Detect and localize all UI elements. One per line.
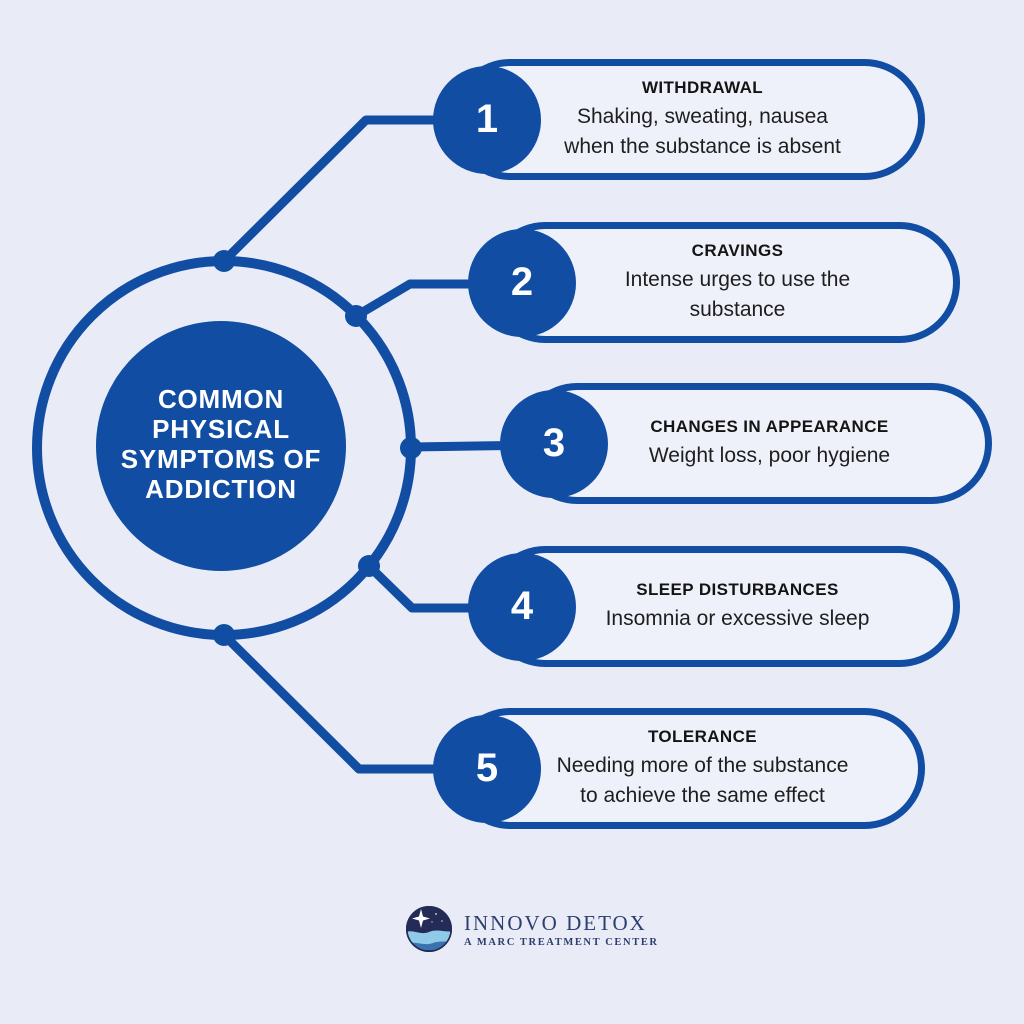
step-number-badge: 4 (468, 552, 576, 661)
symptom-card-cravings: 2 CRAVINGS Intense urges to use the subs… (468, 222, 960, 343)
hub-circle (96, 321, 346, 571)
brand-tagline: A MARC TREATMENT CENTER (464, 936, 659, 948)
symptom-description: Shaking, sweating, nausea when the subst… (564, 104, 841, 158)
step-number-badge: 2 (468, 228, 576, 337)
brand-text-block: INNOVO DETOX A MARC TREATMENT CENTER (464, 911, 659, 948)
symptom-text: CHANGES IN APPEARANCE Weight loss, poor … (524, 417, 985, 471)
symptom-description: Intense urges to use the substance (624, 267, 851, 321)
symptom-title: SLEEP DISTURBANCES (636, 579, 839, 599)
symptom-title: CHANGES IN APPEARANCE (650, 416, 889, 436)
symptom-text: WITHDRAWAL Shaking, sweating, nausea whe… (457, 78, 918, 162)
hub-title: COMMON PHYSICAL SYMPTOMS OF ADDICTION (120, 384, 322, 504)
symptom-title: TOLERANCE (647, 726, 758, 746)
ring-node-4 (358, 555, 380, 577)
ring-node-1 (213, 250, 235, 272)
symptom-description: Insomnia or excessive sleep (605, 606, 870, 630)
symptom-text: CRAVINGS Intense urges to use the substa… (492, 241, 953, 325)
step-number-badge: 3 (500, 389, 608, 498)
symptom-title: WITHDRAWAL (641, 77, 764, 97)
symptom-title: CRAVINGS (691, 240, 784, 260)
emblem-star (412, 909, 430, 928)
symptom-card-withdrawal: 1 WITHDRAWAL Shaking, sweating, nausea w… (433, 59, 925, 180)
logo-emblem-icon (405, 905, 453, 953)
step-number-badge: 1 (433, 65, 541, 174)
symptom-text: TOLERANCE Needing more of the substance … (457, 727, 918, 811)
ring-node-3 (400, 437, 422, 459)
symptom-card-tolerance: 5 TOLERANCE Needing more of the substanc… (433, 708, 925, 829)
symptom-card-sleep-disturbances: 4 SLEEP DISTURBANCES Insomnia or excessi… (468, 546, 960, 667)
symptom-description: Needing more of the substance to achieve… (556, 753, 849, 807)
ring-node-5 (213, 624, 235, 646)
symptom-text: SLEEP DISTURBANCES Insomnia or excessive… (492, 580, 953, 634)
brand-name: INNOVO DETOX (464, 910, 647, 935)
step-number-badge: 5 (433, 714, 541, 823)
symptom-description: Weight loss, poor hygiene (648, 443, 891, 467)
symptom-card-changes-in-appearance: 3 CHANGES IN APPEARANCE Weight loss, poo… (500, 383, 992, 504)
brand-logo: INNOVO DETOX A MARC TREATMENT CENTER (405, 905, 659, 953)
ring-node-2 (345, 305, 367, 327)
